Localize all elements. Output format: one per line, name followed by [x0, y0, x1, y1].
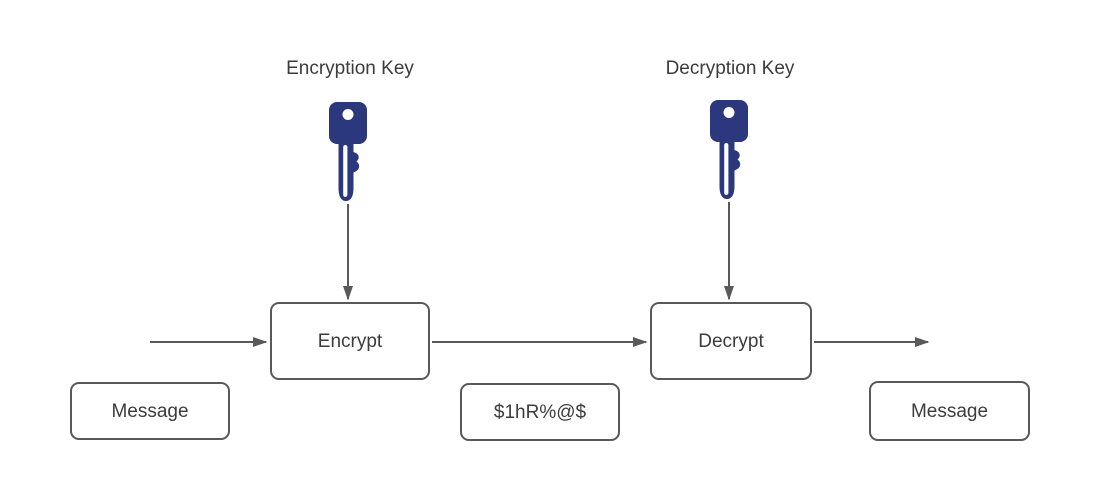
- decrypt-node-label: Decrypt: [698, 330, 764, 352]
- message-out-node: Message: [869, 381, 1030, 441]
- message-out-label: Message: [910, 400, 989, 422]
- encrypt-node: Encrypt: [270, 302, 430, 380]
- encrypt-node-label: Encrypt: [317, 330, 383, 352]
- decryption-key-label: Decryption Key: [665, 58, 795, 79]
- decrypt-node: Decrypt: [650, 302, 812, 380]
- ciphertext-node: $1hR%@$: [460, 383, 620, 441]
- ciphertext-label: $1hR%@$: [493, 401, 587, 423]
- message-in-node: Message: [70, 382, 230, 440]
- message-in-label: Message: [111, 400, 189, 422]
- encryption-key-label: Encryption Key: [286, 58, 414, 79]
- encryption-key-icon: [329, 102, 367, 201]
- decryption-key-icon: [710, 100, 748, 199]
